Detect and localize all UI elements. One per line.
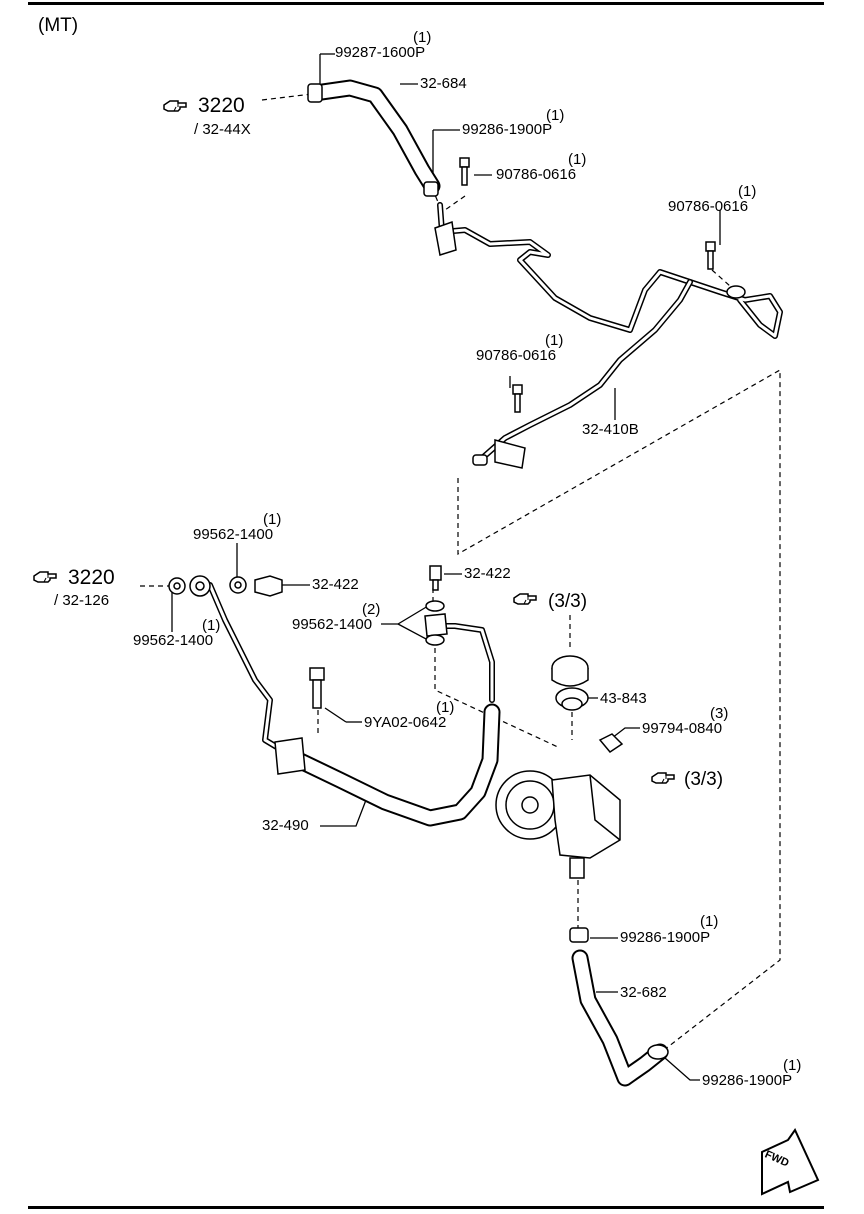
- bottom-rule: [28, 1206, 824, 1209]
- qty-label: (1): [700, 913, 719, 930]
- qty-label: (1): [783, 1057, 802, 1074]
- part-label: 32-684: [420, 75, 467, 92]
- part-label: 99286-1900P: [462, 121, 553, 138]
- pointing-hand-icon: [651, 772, 675, 784]
- fwd-arrow-icon: [761, 1127, 820, 1196]
- part-label: 99562-1400: [292, 616, 373, 633]
- pointing-hand-icon: [513, 593, 537, 605]
- ref-sub-label: / 32-126: [54, 592, 110, 609]
- qty-label: (1): [263, 511, 282, 528]
- part-label: 90786-0616: [496, 166, 577, 183]
- part-label: 99562-1400: [133, 632, 214, 649]
- part-label: 99286-1900P: [620, 929, 711, 946]
- part-label: 32-490: [262, 817, 309, 834]
- part-label: 43-843: [600, 690, 647, 707]
- top-rule: [28, 2, 824, 5]
- part-label: 32-422: [312, 576, 359, 593]
- qty-label: (1): [545, 332, 564, 349]
- ref-sub-label: / 32-44X: [194, 121, 251, 138]
- ref-label[interactable]: (3/3): [684, 769, 724, 790]
- qty-label: (1): [413, 29, 432, 46]
- qty-label: (1): [202, 617, 221, 634]
- qty-label: (1): [738, 183, 757, 200]
- part-label: 90786-0616: [668, 198, 749, 215]
- part-label: 9YA02-0642: [364, 714, 447, 731]
- part-label: 99287-1600P: [335, 44, 426, 61]
- qty-label: (1): [546, 107, 565, 124]
- part-label: 99794-0840: [642, 720, 723, 737]
- qty-label: (2): [362, 601, 381, 618]
- qty-label: (1): [568, 151, 587, 168]
- qty-label: (1): [436, 699, 455, 716]
- part-label: 99562-1400: [193, 526, 274, 543]
- variant-label: (MT): [38, 15, 79, 36]
- part-label: 90786-0616: [476, 347, 557, 364]
- ref-label[interactable]: 3220: [68, 566, 115, 589]
- pointing-hand-icon: [33, 571, 57, 583]
- part-label: 99286-1900P: [702, 1072, 793, 1089]
- pointing-hand-icon: [163, 100, 187, 112]
- part-label: 32-682: [620, 984, 667, 1001]
- part-label: 32-422: [464, 565, 511, 582]
- qty-label: (3): [710, 705, 729, 722]
- part-label: 32-410B: [582, 421, 639, 438]
- ref-label[interactable]: (3/3): [548, 591, 588, 612]
- ref-label[interactable]: 3220: [198, 94, 245, 117]
